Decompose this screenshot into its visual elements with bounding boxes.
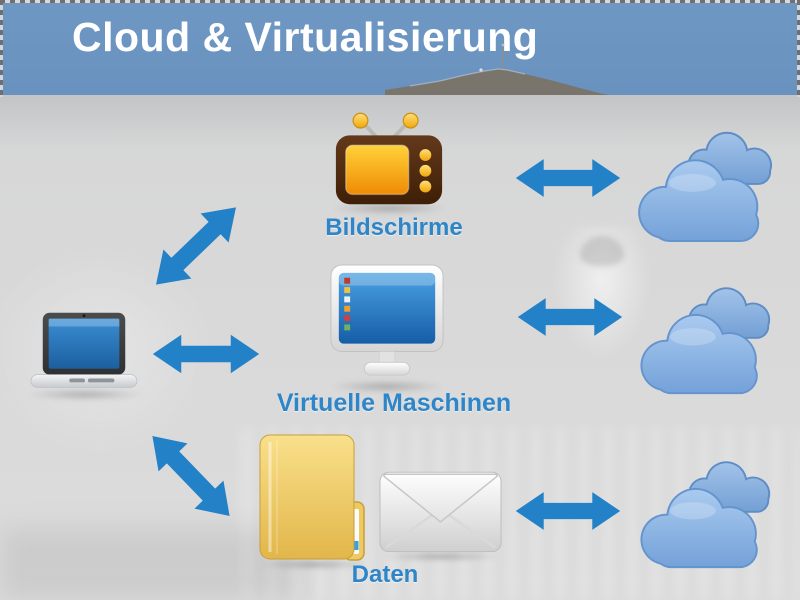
arrow-bildschirme-cloud [514, 155, 622, 201]
folder-shadow [258, 559, 370, 570]
laptop-shadow [26, 388, 144, 401]
arrow-vm-cloud [516, 294, 624, 340]
monitor-shadow [330, 380, 444, 393]
cloud-icon-3 [633, 446, 791, 570]
label-virtuelle-maschinen: Virtuelle Maschinen [276, 389, 512, 417]
arrow-laptop-daten [134, 418, 248, 533]
monitor-icon [328, 262, 446, 382]
selection-border-left [0, 0, 3, 97]
page-title: Cloud & Virtualisierung [72, 14, 539, 60]
selection-border-right [797, 0, 800, 97]
arrow-laptop-vm [150, 332, 262, 376]
church-dome-blur [580, 236, 624, 266]
slide-header: Cloud & Virtualisierung [0, 0, 800, 95]
folder-icon [256, 432, 368, 564]
tv-icon [330, 108, 448, 208]
selection-border-top [0, 0, 800, 3]
tv-shadow [332, 202, 447, 215]
arrow-daten-cloud [514, 488, 622, 534]
cloud-icon-2 [633, 272, 791, 396]
label-bildschirme: Bildschirme [325, 214, 463, 241]
envelope-icon [378, 464, 503, 556]
label-daten: Daten [351, 561, 419, 588]
arrow-laptop-bildschirme [138, 188, 255, 303]
mountain-silhouette [385, 43, 610, 95]
envelope-shadow [380, 551, 502, 562]
desktop-icons [344, 277, 351, 331]
laptop-icon [30, 310, 138, 394]
cloud-icon-1 [633, 116, 791, 244]
